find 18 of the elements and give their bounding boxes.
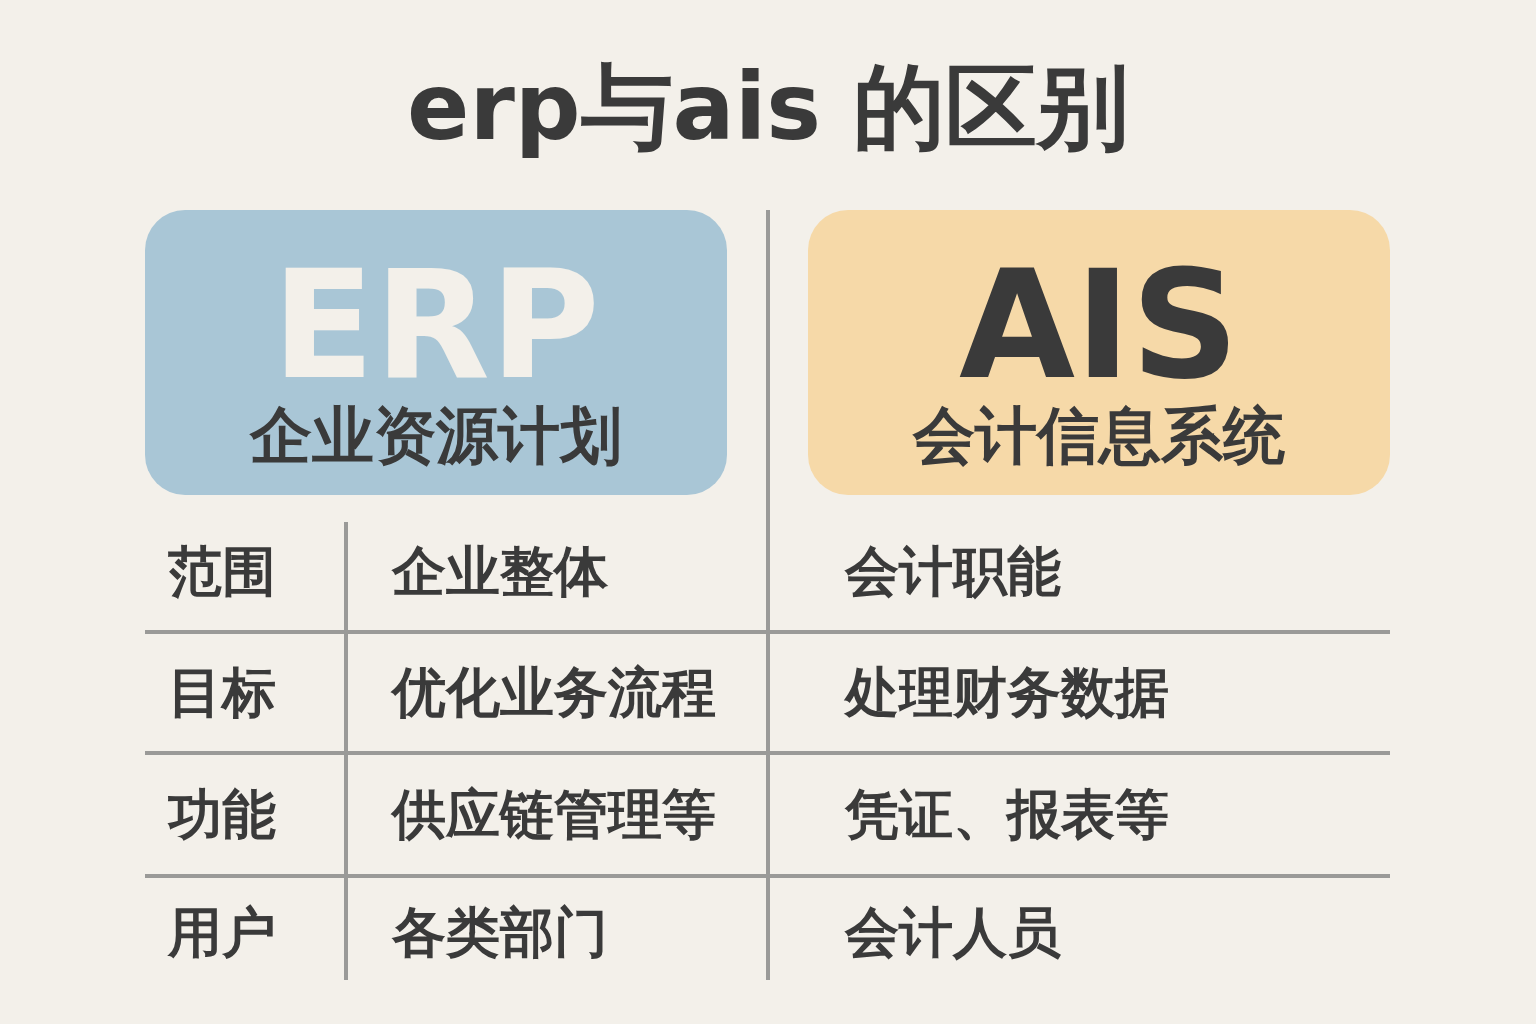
- comparison-text: 凭证、报表等: [845, 788, 1169, 842]
- comparison-text: 企业整体: [392, 545, 608, 599]
- row-heading: 功能: [168, 788, 276, 842]
- comparison-text: 处理财务数据: [845, 666, 1169, 720]
- title-panel: [145, 210, 727, 495]
- comparison-text: 供应链管理等: [392, 788, 716, 842]
- comparison-text: 各类部门: [392, 906, 608, 960]
- panel-subtitle: 会计信息系统: [911, 405, 1286, 467]
- row-heading: 目标: [168, 666, 276, 720]
- title-panel: [808, 210, 1390, 495]
- panel-subtitle: 企业资源计划: [248, 405, 623, 467]
- comparison-text: 会计人员: [845, 906, 1061, 960]
- comparison-text: 优化业务流程: [392, 666, 716, 720]
- panel-heading: AIS: [959, 250, 1239, 400]
- row-heading: 用户: [168, 906, 276, 960]
- panel-heading: ERP: [272, 250, 600, 400]
- row-heading: 范围: [168, 545, 276, 599]
- comparison-text: 会计职能: [845, 545, 1061, 599]
